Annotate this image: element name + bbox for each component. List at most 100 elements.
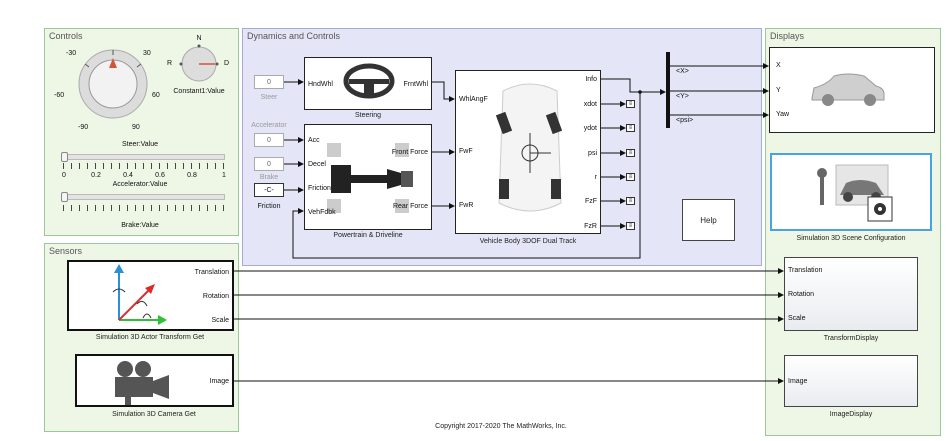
steering-wheel-icon [343, 63, 395, 99]
brake-slider-knob[interactable] [61, 192, 68, 202]
steer-label: Steer [260, 94, 278, 101]
vehicle-top-icon [495, 83, 563, 212]
bus-psi-label: <psi> [676, 117, 694, 124]
transform-display-translation-port: Translation [788, 267, 823, 274]
bus-selector[interactable] [666, 52, 670, 128]
accel-tick-3: 0.6 [155, 172, 165, 179]
image-display-caption: ImageDisplay [829, 411, 873, 418]
gear-selector[interactable] [179, 44, 219, 84]
actor-translation-port: Translation [194, 269, 229, 276]
actor-transform-caption: Simulation 3D Actor Transform Get [95, 334, 205, 341]
knob-label-m30: -30 [66, 50, 77, 57]
vehicle-whl-port: WhlAngF [459, 96, 488, 103]
terminator-xdot[interactable]: ≡ [626, 100, 635, 108]
terminator-fzf[interactable]: ≡ [626, 197, 635, 205]
camera-get-caption: Simulation 3D Camera Get [112, 411, 196, 418]
car-display-x-port: X [776, 62, 781, 69]
bus-y-label: <Y> [676, 93, 689, 100]
brake-ticks [63, 205, 225, 211]
knob-label-90: 90 [132, 124, 140, 131]
terminator-psi[interactable]: ≡ [626, 149, 635, 157]
terminator-fzr[interactable]: ≡ [626, 222, 635, 230]
axes-icon [112, 264, 167, 325]
brake-constant[interactable]: 0 [254, 157, 284, 171]
dynamics-title: Dynamics and Controls [247, 31, 341, 41]
knob-label-30: 30 [143, 50, 151, 57]
transform-display-rotation-port: Rotation [788, 291, 815, 298]
vehicle-fwr-port: FwR [459, 202, 474, 209]
powertrain-front-port: Front Force [391, 149, 428, 156]
controls-title: Controls [49, 31, 83, 41]
steering-in-port: HndWhl [308, 81, 333, 88]
camera-icon [115, 361, 169, 405]
gear-n-label: N [196, 35, 202, 42]
car-display-yaw-port: Yaw [776, 111, 790, 118]
powertrain-vehfdbk-port: VehFdbk [308, 209, 336, 216]
steering-caption: Steering [354, 112, 382, 119]
camera-image-port: Image [209, 378, 229, 385]
steering-block[interactable]: HndWhl FrntWhl [304, 57, 432, 110]
terminator-ydot[interactable]: ≡ [626, 124, 635, 132]
brake-label: Brake [259, 174, 279, 181]
vehicle-out-xdot: xdot [583, 101, 597, 108]
brake-slider-track[interactable] [63, 194, 225, 200]
knob-label-m60: -60 [54, 92, 65, 99]
transform-display-block[interactable]: Translation Rotation Scale [784, 257, 918, 331]
vehicle-body-block[interactable]: WhlAngF FwF FwR Info xdot ydot psi r FzF… [455, 70, 601, 234]
powertrain-acc-port: Acc [308, 137, 320, 144]
accel-tick-4: 0.8 [187, 172, 197, 179]
gear-caption: Constant1:Value [173, 88, 225, 95]
camera-get-block[interactable]: Image [75, 354, 234, 407]
sensors-title: Sensors [49, 246, 83, 256]
image-display-block[interactable]: Image [784, 355, 918, 407]
steer-constant[interactable]: 0 [254, 75, 284, 89]
vehicle-fwf-port: FwF [459, 148, 473, 155]
vehicle-out-psi: psi [588, 150, 597, 157]
accelerator-constant[interactable]: 0 [254, 133, 284, 147]
vehicle-body-caption: Vehicle Body 3DOF Dual Track [479, 238, 577, 245]
accel-tick-1: 0.2 [91, 172, 101, 179]
gear-d-label: D [224, 60, 230, 67]
actor-scale-port: Scale [211, 317, 229, 324]
scene-config-caption: Simulation 3D Scene Configuration [796, 235, 906, 242]
accelerator-ticks [63, 163, 225, 169]
car-display-y-port: Y [776, 87, 781, 94]
powertrain-friction-port: Friction [308, 185, 331, 192]
image-display-port: Image [788, 378, 808, 385]
displays-title: Displays [770, 31, 805, 41]
accel-tick-0: 0 [62, 172, 66, 179]
friction-constant[interactable]: -C- [254, 183, 284, 197]
vehicle-out-ydot: ydot [583, 125, 597, 132]
bus-x-label: <X> [676, 68, 689, 75]
vehicle-out-info: Info [585, 76, 597, 83]
gear-r-label: R [167, 60, 173, 67]
accelerator-slider-knob[interactable] [61, 152, 68, 162]
car-display-block[interactable]: X Y Yaw [769, 47, 935, 133]
copyright-text: Copyright 2017-2020 The MathWorks, Inc. [435, 423, 567, 430]
terminator-r[interactable]: ≡ [626, 173, 635, 181]
accelerator-slider-track[interactable] [63, 154, 225, 160]
transform-display-caption: TransformDisplay [823, 335, 879, 342]
steer-knob[interactable] [70, 46, 156, 124]
accelerator-caption: Accelerator:Value [112, 181, 168, 188]
brake-caption: Brake:Value [121, 222, 159, 229]
vehicle-out-fzr: FzR [584, 223, 597, 230]
transform-display-scale-port: Scale [788, 315, 806, 322]
actor-transform-block[interactable]: Translation Rotation Scale [67, 260, 234, 331]
friction-label: Friction [257, 203, 281, 210]
knob-label-m90: -90 [78, 124, 89, 131]
powertrain-decel-port: Decel [308, 161, 326, 168]
scene-config-block[interactable] [770, 153, 932, 231]
powertrain-rear-port: Rear Force [392, 203, 428, 210]
actor-rotation-port: Rotation [202, 293, 229, 300]
vehicle-out-fzf: FzF [584, 198, 597, 205]
accelerator-label: Accelerator [251, 122, 287, 129]
steer-caption: Steer:Value [121, 141, 159, 148]
accel-tick-5: 1 [222, 172, 226, 179]
help-button[interactable]: Help [682, 199, 735, 241]
car-side-icon [811, 73, 885, 106]
powertrain-caption: Powertrain & Driveline [333, 232, 403, 239]
steering-out-port: FrntWhl [403, 81, 429, 88]
powertrain-block[interactable]: Acc Decel Friction VehFdbk Front Force R… [304, 124, 432, 230]
vehicle-out-r: r [594, 174, 597, 181]
